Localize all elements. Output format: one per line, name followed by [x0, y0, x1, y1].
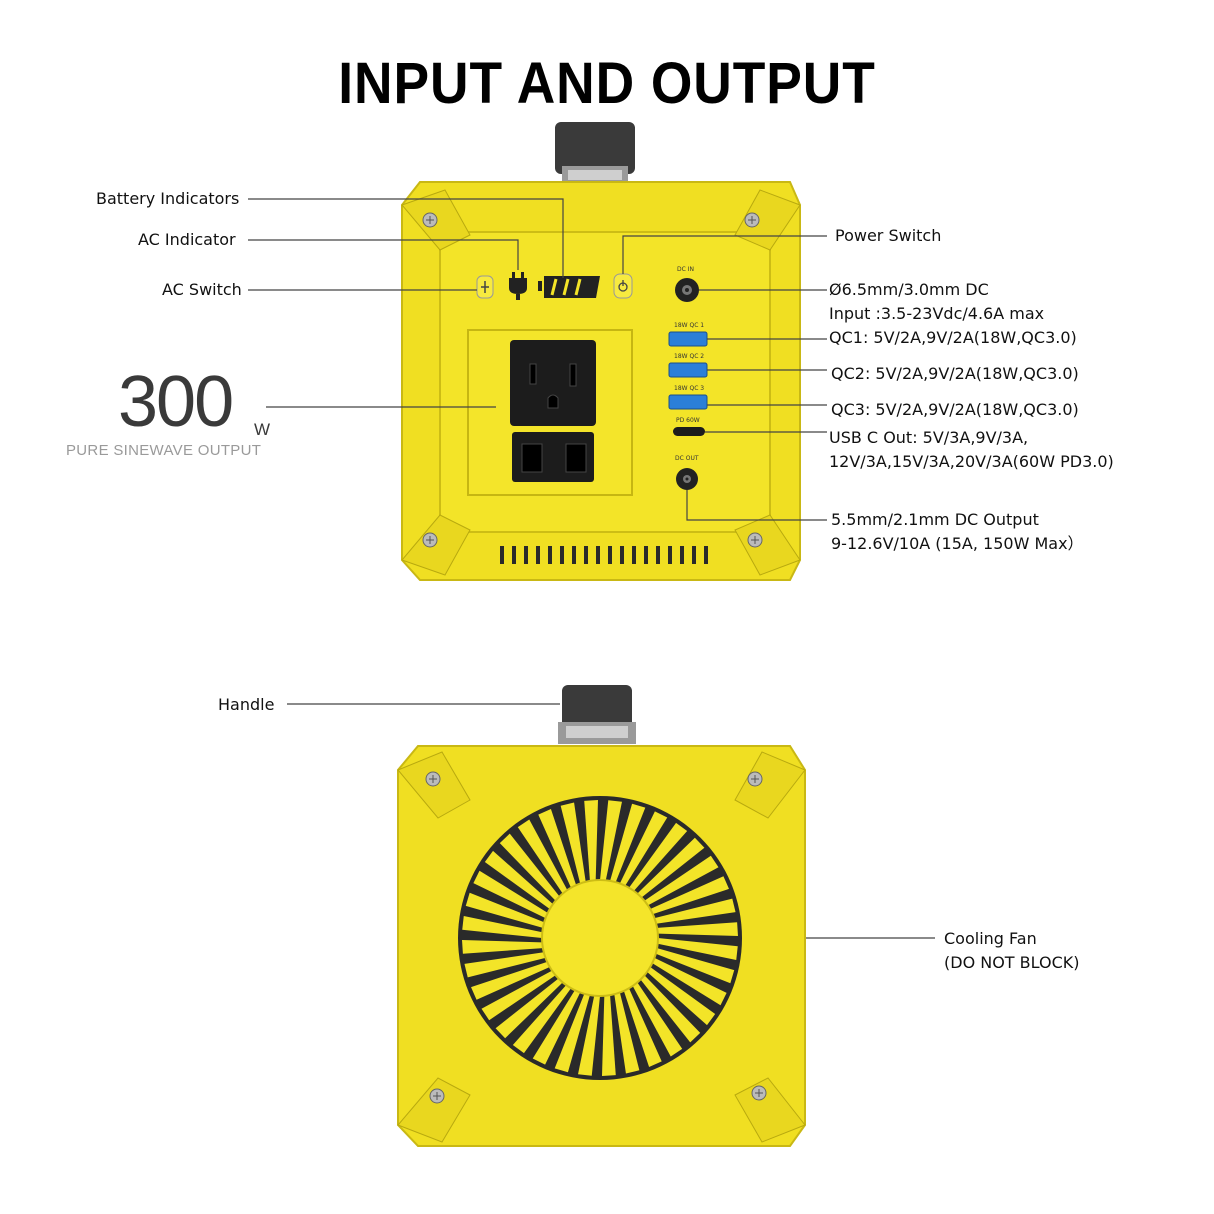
fan-blade: [462, 940, 543, 954]
dc-out-label: DC OUT: [675, 455, 699, 462]
dc-out-port: [676, 468, 698, 490]
battery-indicators-label: Battery Indicators: [96, 189, 240, 208]
fan-blade: [619, 811, 668, 886]
screw-icon: [751, 1085, 767, 1101]
fan-blade: [647, 967, 716, 1026]
ac-switch-icon[interactable]: [476, 275, 494, 299]
fan-blade: [532, 990, 581, 1065]
power-rating-unit: W: [254, 420, 271, 439]
dc-in-label: DC IN: [677, 266, 694, 273]
fan-blade: [584, 800, 598, 881]
fan-blade: [465, 892, 545, 928]
screw-icon: [747, 771, 763, 787]
fan-blade: [657, 922, 738, 936]
power-switch-label: Power Switch: [835, 226, 942, 245]
battery-indicator-icon: [538, 276, 600, 298]
usb-a-ac-outlet: [512, 432, 594, 482]
power-rating-subtitle: PURE SINEWAVE OUTPUT: [66, 442, 262, 459]
handle-label: Handle: [218, 695, 275, 714]
fan-blade: [538, 809, 577, 888]
vent-slots: [500, 546, 708, 564]
page-title: INPUT AND OUTPUT: [338, 51, 876, 116]
fan-blade: [512, 985, 571, 1054]
fan-blade: [614, 992, 640, 1074]
dc-in-spec-line2: Input :3.5-23Vdc/4.6A max: [829, 304, 1045, 323]
qc2-port: [668, 362, 708, 378]
power-switch-icon[interactable]: [613, 273, 633, 299]
power-rating-value: 300: [118, 362, 234, 442]
fan-blade: [637, 837, 705, 898]
screw-icon: [429, 1088, 445, 1104]
qc1-spec: QC1: 5V/2A,9V/2A(18W,QC3.0): [829, 328, 1077, 347]
usbc-spec-line2: 12V/3A,15V/3A,20V/3A(60W PD3.0): [829, 452, 1114, 471]
front-panel-unit: DC IN 18W QC 1 18W QC 2 18W QC 3 PD 60W …: [401, 122, 801, 581]
fan-blade: [471, 961, 550, 1000]
fan-blade: [517, 819, 568, 894]
screw-icon: [747, 532, 763, 548]
fan-blade: [554, 993, 590, 1073]
usbc-spec-line1: USB C Out: 5V/3A,9V/3A,: [829, 428, 1029, 447]
fan-blade: [644, 855, 719, 906]
fan-blade: [602, 995, 616, 1076]
ac-plug-icon: [509, 272, 527, 300]
fan-blade: [640, 975, 701, 1043]
fan-blade: [655, 948, 735, 984]
fan-blade: [499, 833, 560, 901]
fan-blade: [652, 957, 727, 1006]
cooling-fan-icon: [458, 796, 742, 1080]
qc2-label: 18W QC 2: [674, 353, 704, 360]
fan-blade: [623, 988, 662, 1067]
qc1-label: 18W QC 1: [674, 322, 704, 329]
cooling-fan-label-line1: Cooling Fan: [944, 929, 1037, 948]
screw-icon: [422, 212, 438, 228]
ac-switch-label: AC Switch: [162, 280, 242, 299]
fan-blade: [464, 952, 546, 978]
dc-in-port: [675, 278, 699, 302]
fan-blade: [610, 803, 646, 883]
fan-blade: [629, 822, 688, 891]
qc3-label: 18W QC 3: [674, 385, 704, 392]
ac-outlet: [510, 340, 596, 426]
cooling-fan-label-line2: (DO NOT BLOCK): [944, 953, 1080, 972]
ac-indicator-label: AC Indicator: [138, 230, 236, 249]
fan-blade: [657, 938, 738, 960]
fan-blade: [578, 995, 600, 1076]
screw-icon: [422, 532, 438, 548]
fan-blade: [654, 898, 736, 924]
fan-blade: [632, 982, 683, 1057]
qc3-port: [668, 394, 708, 410]
fan-blade: [481, 970, 556, 1021]
usb-c-port: [673, 427, 705, 436]
dc-out-spec-line2: 9-12.6V/10A (15A, 150W Max）: [831, 534, 1084, 553]
pd-label: PD 60W: [676, 417, 700, 424]
fan-side-unit: [397, 685, 806, 1147]
fan-blade: [600, 800, 622, 881]
screw-icon: [425, 771, 441, 787]
qc3-spec: QC3: 5V/2A,9V/2A(18W,QC3.0): [831, 400, 1079, 419]
dc-out-spec-line1: 5.5mm/2.1mm DC Output: [831, 510, 1039, 529]
fan-blade: [473, 870, 548, 919]
fan-blade: [560, 802, 586, 884]
fan-blade: [495, 978, 563, 1039]
dc-in-spec-line1: Ø6.5mm/3.0mm DC: [829, 280, 989, 299]
fan-blade: [462, 916, 543, 938]
qc1-port: [668, 331, 708, 347]
fan-blade: [650, 876, 729, 915]
qc2-spec: QC2: 5V/2A,9V/2A(18W,QC3.0): [831, 364, 1079, 383]
fan-blade: [484, 850, 553, 909]
screw-icon: [744, 212, 760, 228]
